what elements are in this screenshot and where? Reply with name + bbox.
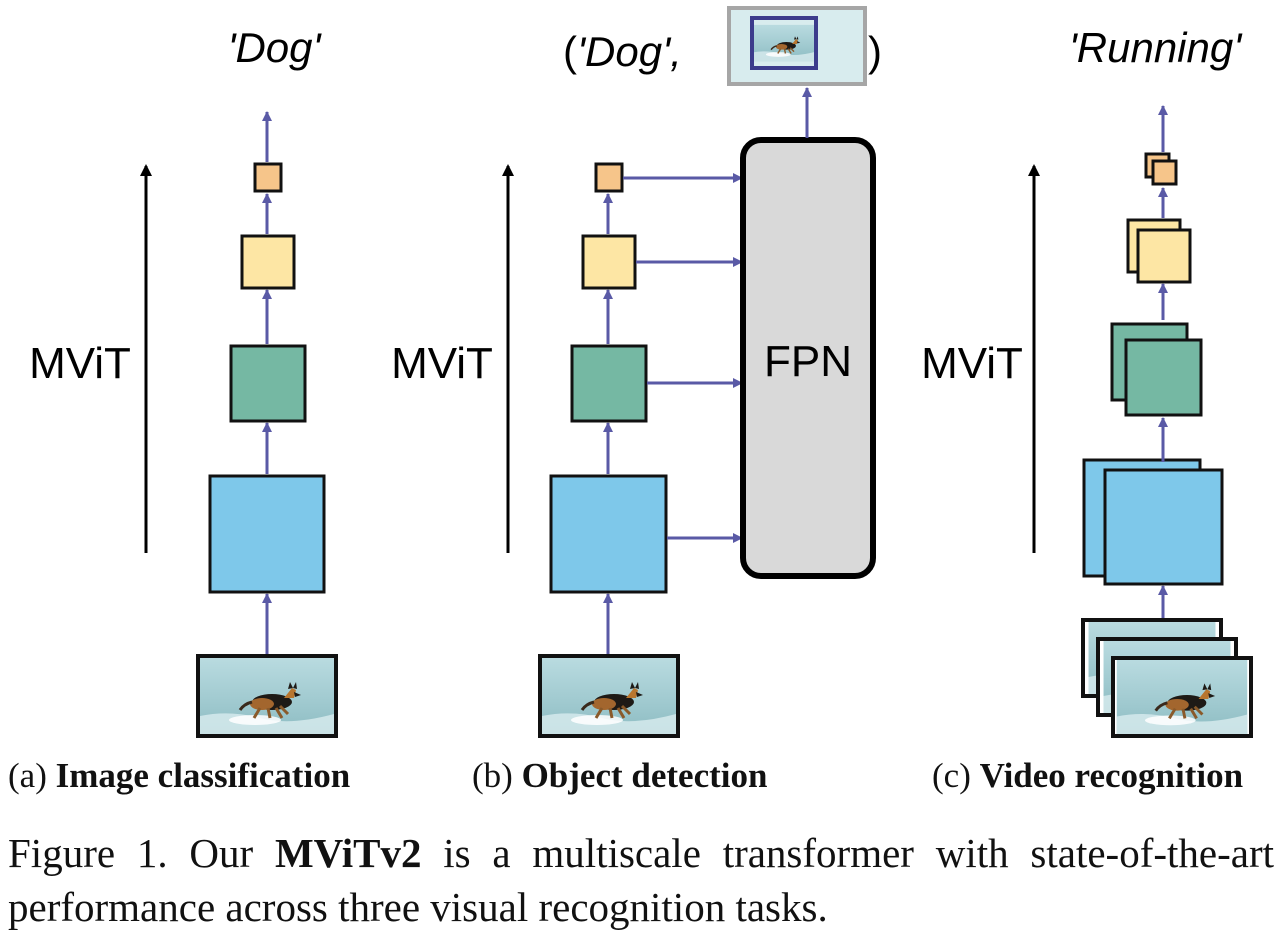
panel-b-caption-prefix: (b) bbox=[472, 756, 513, 795]
panel-c-input-video-frames bbox=[1081, 618, 1253, 738]
panel-c-caption: (c) Video recognition bbox=[932, 756, 1243, 795]
panel-b-output-prefix: ( bbox=[563, 28, 577, 75]
panel-a-caption-title: Image classification bbox=[56, 756, 351, 795]
panel-b-stage2-block bbox=[570, 344, 648, 423]
panel-c-caption-prefix: (c) bbox=[932, 756, 971, 795]
panel-b-output-dog bbox=[752, 23, 816, 63]
figure-caption: Figure 1. Our MViTv2 is a multiscale tra… bbox=[8, 826, 1274, 934]
panel-b-stage4-block bbox=[594, 162, 624, 193]
panel-a: 'Dog' MViT (a) Image classification bbox=[8, 24, 350, 795]
panel-c-video-frame-3-image bbox=[1115, 660, 1249, 734]
panel-c-output-label: 'Running' bbox=[1069, 24, 1243, 71]
panel-a-caption: (a) Image classification bbox=[8, 756, 350, 795]
panel-a-stage3-block bbox=[240, 234, 296, 290]
panel-b-output-label: 'Dog', bbox=[577, 28, 682, 75]
panel-b-stage3-block bbox=[581, 234, 637, 290]
panel-b: ('Dog', ) MViT FPN (b) Object detection bbox=[391, 6, 882, 795]
panel-c: 'Running' MViT (c) Video recognition bbox=[921, 24, 1253, 795]
panel-b-caption-title: Object detection bbox=[522, 756, 768, 795]
panel-a-mvit-label: MViT bbox=[29, 339, 131, 388]
panel-b-caption: (b) Object detection bbox=[472, 756, 767, 795]
panel-c-mvit-label: MViT bbox=[921, 339, 1023, 388]
panel-b-output-text: ('Dog', bbox=[563, 28, 682, 75]
panel-c-stage4-block-front bbox=[1151, 159, 1178, 186]
panel-b-stage1-block bbox=[549, 474, 668, 594]
figure-caption-rest: is a multiscale transformer with state-o… bbox=[8, 830, 1274, 930]
panel-a-stage2-block bbox=[229, 344, 307, 423]
panel-b-fpn-block bbox=[740, 137, 876, 579]
panel-a-stage4-block bbox=[253, 162, 283, 193]
panel-b-input-image bbox=[542, 658, 676, 734]
panel-a-input-image bbox=[200, 658, 334, 734]
panel-c-stage3-block-front bbox=[1136, 228, 1192, 284]
figure-caption-prefix: Figure 1. Our bbox=[8, 830, 275, 876]
panel-a-output-label: 'Dog' bbox=[227, 24, 322, 71]
panel-c-caption-title: Video recognition bbox=[980, 756, 1243, 795]
panel-a-stage1-block bbox=[208, 474, 326, 594]
panel-b-bounding-box bbox=[750, 16, 818, 70]
panel-b-fpn-label: FPN bbox=[764, 337, 852, 386]
panel-a-caption-prefix: (a) bbox=[8, 756, 47, 795]
panel-b-mvit-label: MViT bbox=[391, 339, 493, 388]
panel-c-stage2-block-front bbox=[1124, 338, 1203, 417]
figure-caption-model-name: MViTv2 bbox=[274, 830, 422, 876]
panel-b-output-suffix: ) bbox=[868, 28, 882, 75]
panel-c-stage1-block-front bbox=[1103, 468, 1224, 586]
